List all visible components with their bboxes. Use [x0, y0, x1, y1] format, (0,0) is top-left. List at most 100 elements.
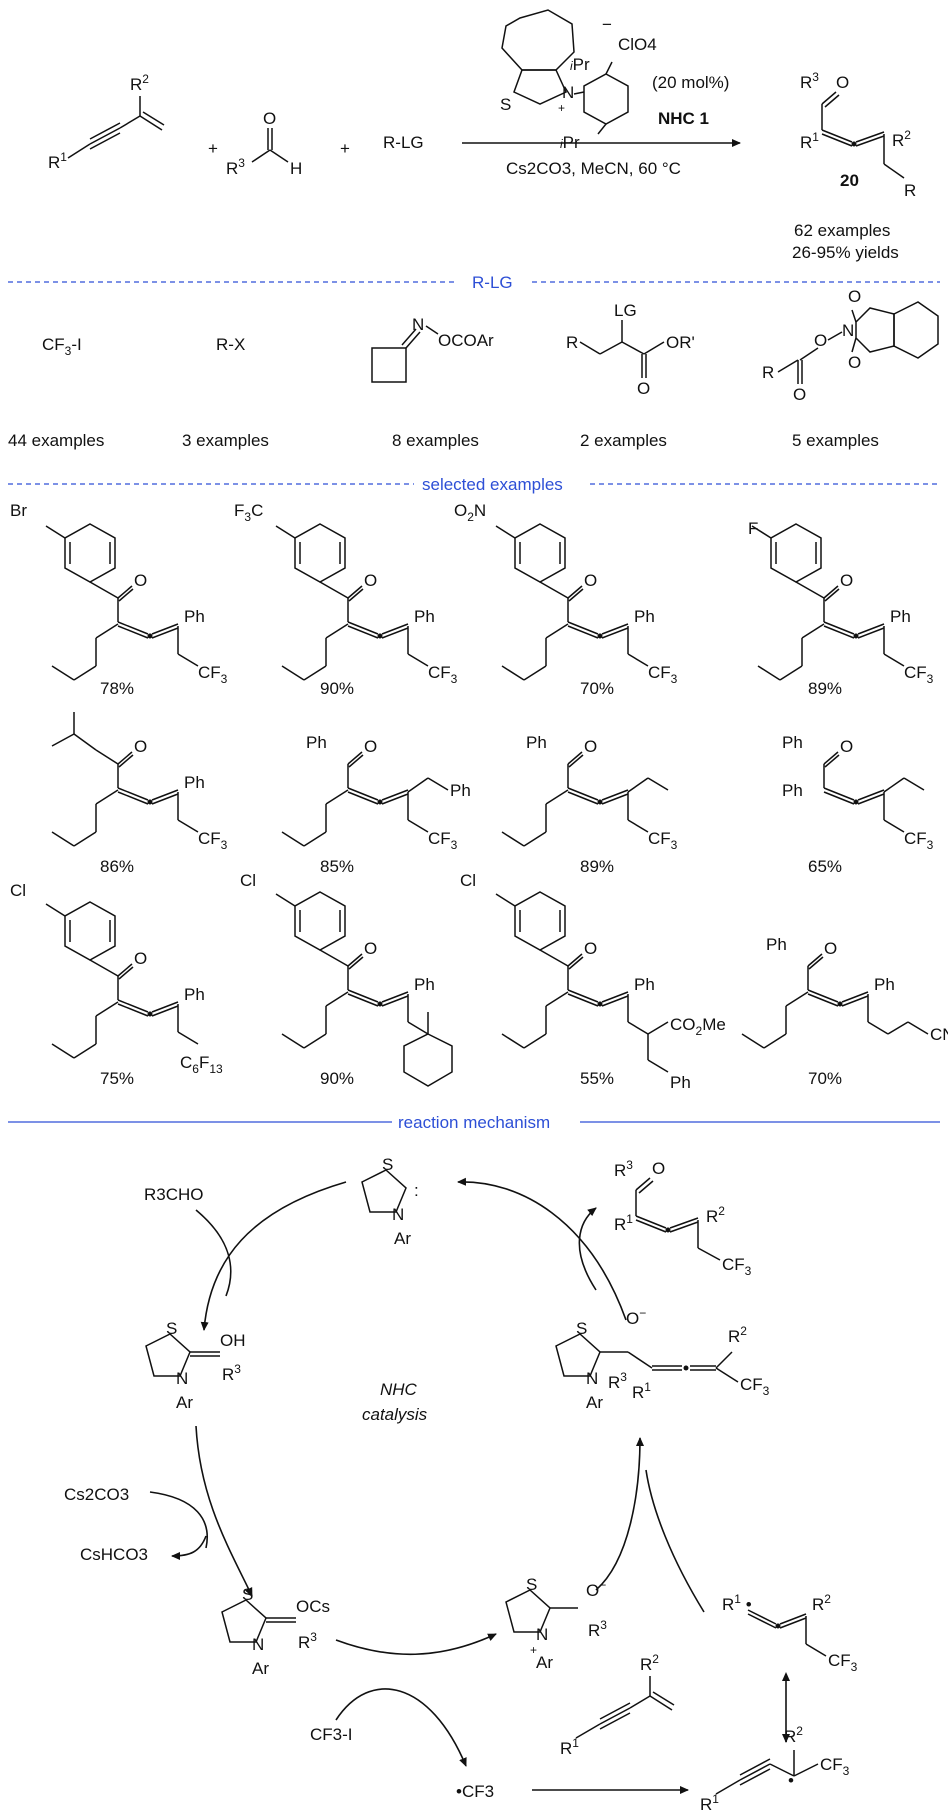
svg-text:R2: R2	[812, 1592, 831, 1614]
svg-text:R: R	[762, 363, 774, 382]
cf3-radical: •CF3	[456, 1782, 494, 1801]
byproduct-output: CsHCO3	[80, 1545, 148, 1564]
svg-text:S: S	[166, 1319, 177, 1338]
svg-text:N: N	[252, 1635, 264, 1654]
svg-text:+: +	[530, 1643, 537, 1657]
example-9-yield: 75%	[100, 1069, 134, 1088]
svg-text:N: N	[586, 1369, 598, 1388]
svg-text:CO2Me: CO2Me	[670, 1015, 726, 1038]
svg-text:Ph: Ph	[414, 975, 435, 994]
svg-text:Ph: Ph	[306, 733, 327, 752]
svg-text:R: R	[566, 333, 578, 352]
svg-text:R2: R2	[130, 72, 149, 94]
svg-text:S: S	[576, 1319, 587, 1338]
mechanism-section-title: reaction mechanism	[398, 1113, 550, 1132]
example-12-structure: Ph O Ph CN	[741, 935, 948, 1049]
svg-text:Ar: Ar	[176, 1393, 193, 1412]
svg-text:CN: CN	[930, 1025, 948, 1044]
svg-text:Ph: Ph	[526, 733, 547, 752]
base-input: Cs2CO3	[64, 1485, 129, 1504]
svg-text:R3: R3	[800, 70, 819, 92]
svg-text:R1: R1	[560, 1736, 579, 1758]
nhc-catalyst-structure: S N + iPr iPr ClO4 −	[500, 9, 657, 152]
svg-text:R1 •: R1 •	[722, 1592, 752, 1614]
svg-text:Ar: Ar	[586, 1393, 603, 1412]
example-12-yield: 70%	[808, 1069, 842, 1088]
svg-text:O: O	[840, 737, 853, 756]
svg-text:F3C: F3C	[234, 501, 263, 524]
svg-text:H: H	[290, 159, 302, 178]
arrow-carbene-to-breslow	[200, 1181, 347, 1331]
example-count: 62 examples	[794, 221, 890, 240]
svg-text:OR': OR'	[666, 333, 695, 352]
svg-text:F: F	[748, 519, 758, 538]
svg-text:O: O	[364, 737, 377, 756]
example-8-structure: Ph Ph O CF3	[782, 733, 934, 852]
svg-text:R1: R1	[700, 1792, 719, 1812]
counterion: ClO4	[618, 35, 657, 54]
svg-text:Ph: Ph	[634, 607, 655, 626]
counterion-charge: −	[602, 15, 612, 34]
svg-text:Ph: Ph	[184, 773, 205, 792]
rlg-count-1: 44 examples	[8, 431, 104, 450]
rlg-oxime-ester: N OCOAr	[371, 315, 494, 383]
enolate-intermediate: S N Ar OCs R3	[221, 1585, 330, 1678]
svg-text:O: O	[584, 737, 597, 756]
arrow-enolate-to-ketyl	[335, 1633, 497, 1656]
example-5-yield: 86%	[100, 857, 134, 876]
plus-sign-1: +	[208, 139, 218, 158]
svg-text:Ph: Ph	[890, 607, 911, 626]
arrow-bicarbonate-out	[171, 1535, 207, 1560]
rlg-cf3i: CF3-I	[42, 335, 82, 358]
allene-product-released: O R3 R1 R2 CF3	[614, 1158, 752, 1278]
rlg-nhpi-ester: R O O N O O	[762, 287, 939, 404]
svg-text:S: S	[382, 1155, 393, 1174]
svg-text:O: O	[134, 571, 147, 590]
svg-text:R2: R2	[728, 1324, 747, 1346]
rlg-count-4: 2 examples	[580, 431, 667, 450]
aldehyde-reactant: O R3 H	[226, 109, 302, 178]
svg-text:Ph: Ph	[766, 935, 787, 954]
svg-text:CF3: CF3	[722, 1255, 752, 1278]
enyne-reactant: R1 R2	[48, 72, 165, 172]
example-5-structure: O Ph CF3	[51, 712, 228, 852]
svg-text:Br: Br	[10, 501, 27, 520]
svg-text:N: N	[392, 1205, 404, 1224]
cycle-center-label-2: catalysis	[362, 1405, 428, 1424]
ketyl-radical-intermediate: S N + Ar O− R3	[505, 1575, 607, 1672]
propargyl-radical: R1 R2 • CF3	[700, 1724, 850, 1812]
example-2-structure: F3C O Ph CF3	[234, 501, 458, 686]
r-lg-reagent: R-LG	[383, 133, 424, 152]
svg-text:O: O	[584, 939, 597, 958]
svg-text:LG: LG	[614, 301, 637, 320]
svg-text:O: O	[848, 287, 861, 306]
arrow-allenyl-in	[645, 1469, 705, 1613]
example-2-yield: 90%	[320, 679, 354, 698]
svg-text:R1: R1	[614, 1212, 633, 1234]
svg-text:CF3: CF3	[198, 829, 228, 852]
example-11-yield: 55%	[580, 1069, 614, 1088]
example-3-structure: O2N O Ph CF3	[454, 501, 678, 686]
svg-text:R3: R3	[226, 156, 245, 178]
arrow-adduct-to-carbene	[457, 1177, 627, 1321]
svg-text:CF3: CF3	[740, 1375, 770, 1398]
selected-section-title: selected examples	[422, 475, 563, 494]
svg-text:Ph: Ph	[634, 975, 655, 994]
svg-text:CF3: CF3	[904, 663, 934, 686]
reaction-conditions: Cs2CO3, MeCN, 60 °C	[506, 159, 681, 178]
svg-text:O: O	[584, 571, 597, 590]
svg-text:R2: R2	[784, 1724, 803, 1746]
example-10-structure: Cl O Ph	[240, 871, 453, 1087]
rlg-haloester: R LG O OR'	[566, 301, 695, 398]
svg-text:•: •	[788, 1771, 794, 1790]
catalyst-name: NHC 1	[658, 109, 709, 128]
svg-text:Cl: Cl	[10, 881, 26, 900]
cycle-center-label-1: NHC	[380, 1380, 418, 1399]
svg-text:CF3: CF3	[648, 663, 678, 686]
svg-text:O: O	[793, 385, 806, 404]
svg-text:C6F13: C6F13	[180, 1053, 223, 1076]
svg-text:CF3: CF3	[828, 1651, 858, 1674]
svg-text:S: S	[500, 95, 511, 114]
svg-text:R1: R1	[48, 150, 67, 172]
